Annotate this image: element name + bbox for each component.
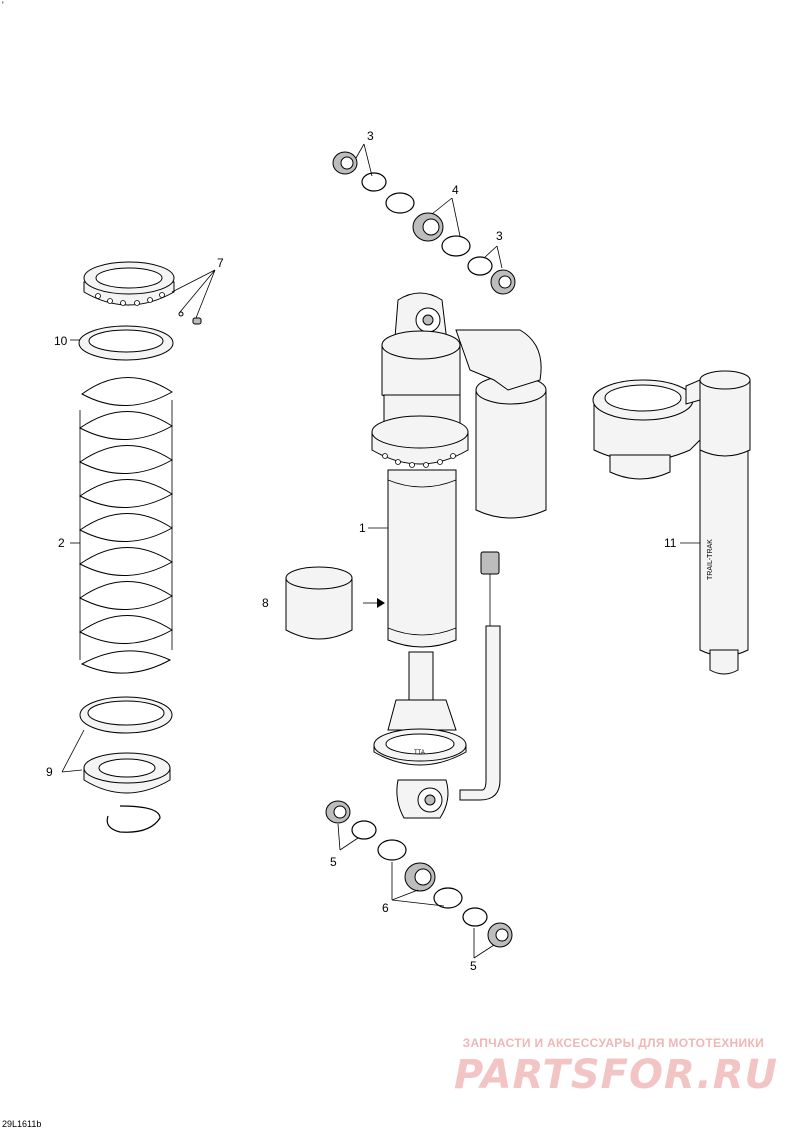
sleeve: [285, 566, 385, 640]
callout-7: 7: [217, 256, 224, 270]
callout-6: 6: [382, 901, 389, 915]
callout-3-top: 3: [367, 129, 374, 143]
drawing-code: 29L1611b: [2, 1119, 42, 1129]
upper-bushings: [332, 151, 516, 295]
leader-lines: [61, 143, 700, 959]
shock-absorber: [371, 292, 547, 819]
callout-3-right: 3: [496, 229, 503, 243]
callout-5-left: 5: [330, 855, 337, 869]
shock-marking: TTA: [414, 750, 425, 756]
lower-bushings: [325, 800, 513, 948]
callout-11: 11: [664, 536, 677, 550]
coil-spring: [79, 377, 173, 674]
spring-washer: [78, 325, 174, 361]
callout-2: 2: [58, 536, 65, 550]
set-screw: [178, 311, 202, 325]
reservoir-assembly: [592, 370, 751, 675]
callout-1: 1: [359, 521, 366, 535]
spring-adjuster-ring: [83, 261, 175, 306]
reservoir-marking: TRAIL-TRAK: [707, 539, 714, 580]
lower-spring-seat: [79, 696, 173, 833]
watermark-logo: PARTSFOR.RU: [453, 1052, 778, 1098]
callout-9: 9: [46, 765, 53, 779]
callout-8: 8: [262, 596, 269, 610]
callout-4: 4: [452, 183, 459, 197]
watermark-tagline: ЗАПЧАСТИ И АКСЕССУАРЫ ДЛЯ МОТОТЕХНИКИ: [462, 1036, 764, 1050]
callout-5-bottom: 5: [470, 959, 477, 973]
callout-10: 10: [54, 334, 68, 348]
corner-mark: ': [2, 0, 4, 10]
